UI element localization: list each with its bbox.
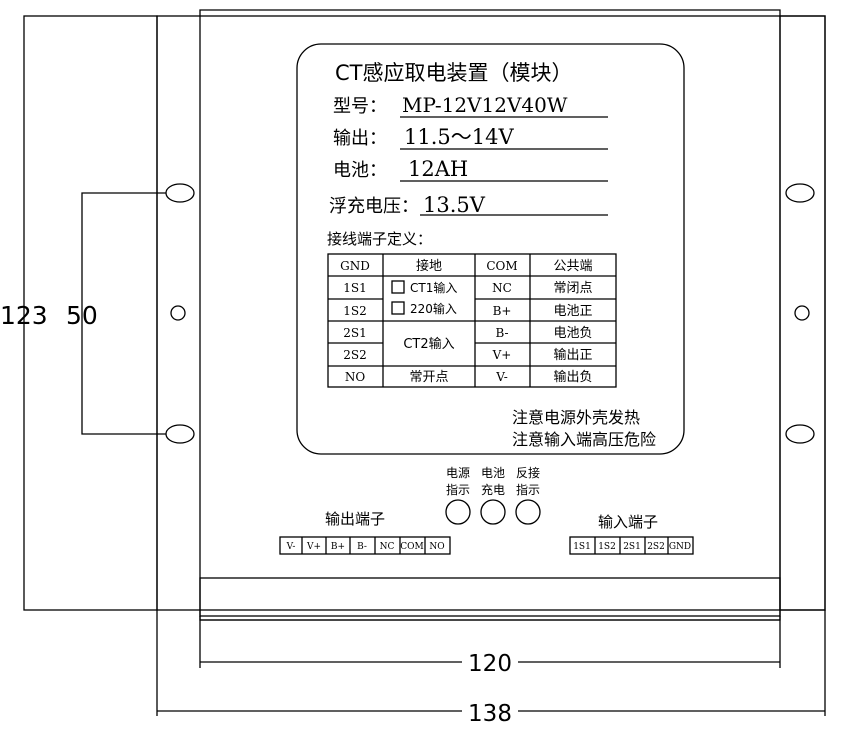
indicator-power-line1: 电源 <box>446 466 470 480</box>
in-term-1s1: 1S1 <box>573 542 591 552</box>
model-label: 型号： <box>333 96 387 117</box>
dim-50-bracket <box>81 192 166 435</box>
mount-hole-right-top <box>785 183 815 203</box>
dim-height-inner: 50 <box>66 301 98 330</box>
table-col3-bplus: B+ <box>493 304 512 318</box>
out-term-vminus: V- <box>286 542 296 552</box>
table-col1-no: NO <box>345 370 366 384</box>
out-term-vplus: V+ <box>306 542 321 552</box>
label-title: CT感应取电装置（模块） <box>335 61 573 85</box>
out-term-bplus: B+ <box>331 542 345 552</box>
input-terminal-block <box>569 536 694 555</box>
terminal-table <box>327 253 617 388</box>
table-col3-nc: NC <box>492 281 512 295</box>
in-term-2s1: 2S1 <box>623 542 641 552</box>
table-col4-vplus: 输出正 <box>553 347 592 363</box>
float-value: 13.5V <box>423 193 486 217</box>
table-col3-vplus: V+ <box>492 348 512 362</box>
battery-label: 电池： <box>333 160 387 181</box>
table-col2-220: 220输入 <box>410 301 457 316</box>
dim-width-outer: 138 <box>468 701 512 727</box>
table-col2-no: 常开点 <box>409 370 448 385</box>
in-term-gnd: GND <box>669 542 691 552</box>
input-terminals-title: 输入端子 <box>598 513 658 531</box>
label-plate <box>296 43 685 455</box>
in-term-2s2: 2S2 <box>647 542 665 552</box>
table-col1-gnd: GND <box>340 259 370 273</box>
mount-hole-left-bottom <box>165 424 195 444</box>
ct1-checkbox <box>391 280 405 294</box>
out-term-bminus: B- <box>357 542 367 552</box>
table-col1-2s1: 2S1 <box>343 326 367 340</box>
output-terminals-title: 输出端子 <box>325 510 385 528</box>
table-col4-bminus: 电池负 <box>553 326 592 341</box>
table-col2-header: 接地 <box>416 258 442 274</box>
table-col1-1s1: 1S1 <box>343 281 367 295</box>
in-term-1s2: 1S2 <box>598 542 616 552</box>
table-col4-nc: 常闭点 <box>553 281 592 296</box>
output-terminal-block <box>279 536 451 555</box>
left-bracket <box>23 15 158 611</box>
warning-line-1: 注意电源外壳发热 <box>512 408 640 427</box>
output-value: 11.5～14V <box>404 125 514 149</box>
indicator-reverse-line2: 指示 <box>516 482 540 497</box>
indicator-reverse-line1: 反接 <box>516 465 540 480</box>
warning-line-2: 注意输入端高压危险 <box>512 430 656 449</box>
table-col3-com: COM <box>486 259 517 273</box>
table-col4-bplus: 电池正 <box>553 304 592 319</box>
battery-value: 12AH <box>408 157 468 181</box>
out-term-com: COM <box>400 542 423 552</box>
right-bracket <box>779 15 826 611</box>
indicator-battery-line2: 充电 <box>481 482 505 497</box>
output-label: 输出： <box>333 128 387 149</box>
out-term-no: NO <box>429 542 444 552</box>
model-value: MP-12V12V40W <box>402 93 568 117</box>
mount-hole-left-mid <box>170 305 186 321</box>
indicator-battery-line1: 电池 <box>481 466 505 480</box>
indicator-power-line2: 指示 <box>446 482 470 497</box>
table-col4-common: 公共端 <box>553 259 592 274</box>
indicator-reverse <box>515 499 541 525</box>
table-col3-vminus: V- <box>495 370 508 384</box>
mount-hole-right-bottom <box>785 424 815 444</box>
indicator-power <box>445 499 471 525</box>
terminal-def-title: 接线端子定义： <box>327 230 432 248</box>
mount-hole-left-top <box>165 183 195 203</box>
mount-hole-right-mid <box>794 305 810 321</box>
dim-height-outer: 123 <box>0 301 48 330</box>
table-col4-vminus: 输出负 <box>553 369 592 385</box>
indicator-battery-charge <box>480 499 506 525</box>
220-checkbox <box>391 301 405 315</box>
float-label: 浮充电压： <box>329 196 419 217</box>
table-col2-ct1: CT1输入 <box>410 280 457 295</box>
table-col1-2s2: 2S2 <box>343 348 367 362</box>
table-col2-ct2: CT2输入 <box>403 336 454 352</box>
table-col3-bminus: B- <box>495 326 508 340</box>
out-term-nc: NC <box>380 542 395 552</box>
dim-width-inner: 120 <box>468 651 512 677</box>
table-col1-1s2: 1S2 <box>343 304 367 318</box>
